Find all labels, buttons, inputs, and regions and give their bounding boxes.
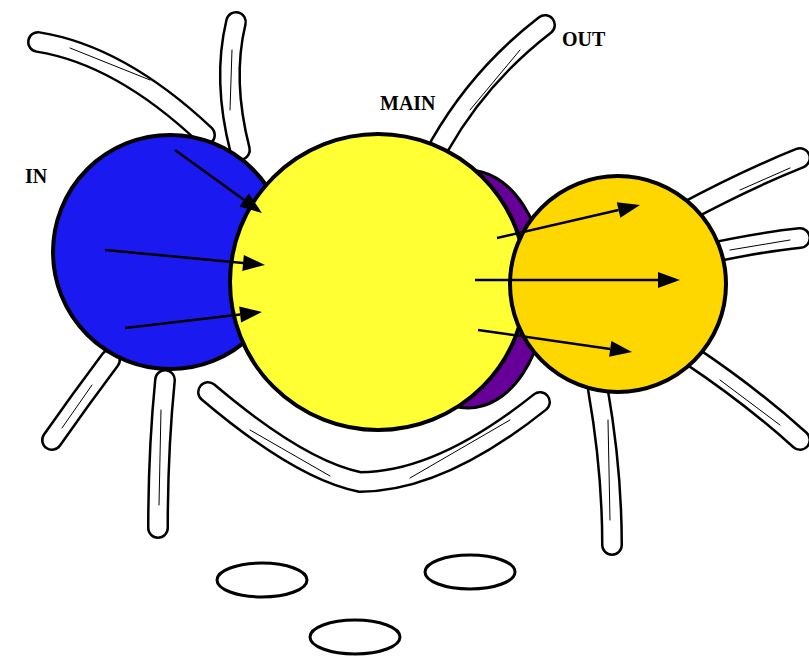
circle-label: IN <box>23 165 49 187</box>
circle-outline <box>51 133 289 371</box>
main-circle: MAIN <box>228 132 528 432</box>
in-circle: IN <box>51 133 289 371</box>
circle-outline <box>508 174 728 394</box>
circle-outline <box>228 132 528 432</box>
out-circle: OUT <box>508 174 728 394</box>
circle-label: MAIN <box>378 92 438 114</box>
circle-label: OUT <box>560 28 607 50</box>
